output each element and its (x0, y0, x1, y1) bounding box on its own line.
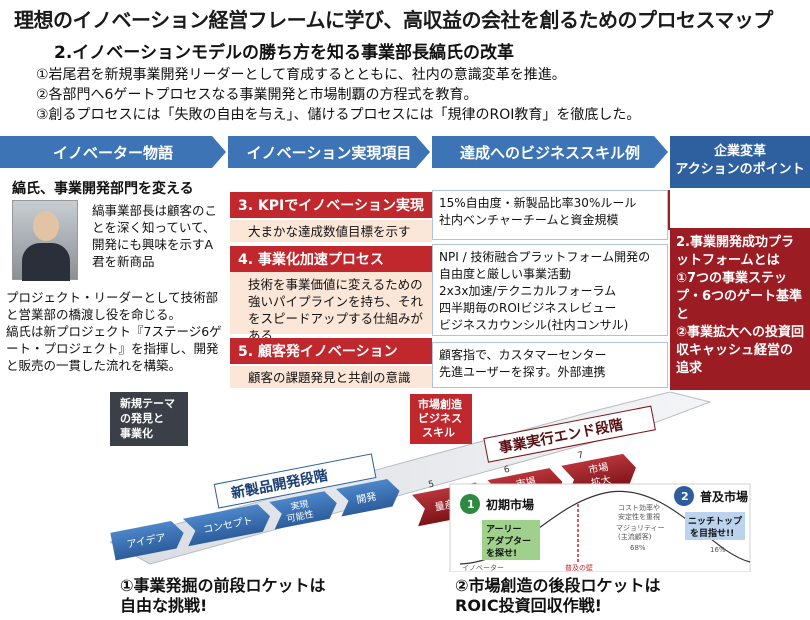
market-label-box (410, 394, 472, 444)
step-idea (110, 521, 184, 561)
column-header-items: イノベーション実現項目 (228, 136, 430, 168)
item-body-acceleration: 技術を事業価値に変えるための強いパイプラインを持ち、それをスピードアップする仕組… (230, 272, 432, 343)
main-market-label: 普及市場 (700, 489, 748, 504)
item-heading-kpi: 3. KPIでイノベーション実現 (230, 192, 432, 218)
column-header-story: イノベーター物語 (0, 136, 226, 168)
niche-top-label: ニッチトップを目指せ!! (688, 515, 743, 539)
reform-point-box: 2.事業開発成功プラットフォームとは ①7つの事業ステップ・6つのゲート基準と … (670, 228, 810, 390)
exec-stage-banner (483, 405, 656, 463)
step-number-7: 7 (577, 451, 585, 462)
step-development (336, 479, 400, 517)
theme-label-lines: 新規テーマ の発見と 事業化 (120, 396, 179, 440)
skill-box-2: NPI / 技術融合プラットフォーム開発の自由度と厳しい事業活動 2x3x加速/… (432, 244, 668, 336)
cost-text: コスト効率や安定性を重視 (618, 503, 660, 521)
main-market-number-label: 2 (681, 490, 689, 503)
bullet-1: ①岩尾君を新規事業開発リーダーとして育成するとともに、社内の意識変革を推進。 (36, 67, 566, 83)
pct-16: 16% (710, 546, 726, 554)
page-title: 理想のイノベーション経営フレームに学び、高収益の会社を創るためのプロセスマップ (14, 8, 773, 32)
step-feasibility-label: 実現可能性 (284, 497, 315, 525)
innovator-label: イノベーター (462, 563, 504, 572)
step-number-6: 6 (503, 465, 511, 476)
main-market-number (674, 486, 694, 506)
early-adopter-box (482, 520, 540, 560)
early-market-number-label: 1 (467, 498, 475, 511)
step-feasibility (269, 491, 337, 530)
chasm-label: 普及の壁 (565, 563, 593, 572)
step-number-5: 5 (428, 480, 436, 491)
niche-top-box (685, 512, 745, 540)
new-product-stage-banner (213, 453, 377, 509)
caption-left: ①事業発掘の前段ロケットは 自由な挑戦! (120, 576, 326, 615)
market-label-lines: 市場創造 ビジネス スキル (418, 397, 466, 439)
item-body-customer: 顧客の課題発見と共創の意識 (230, 366, 432, 388)
caption-right: ②市場創造の後段ロケットは ROIC投資回収作戦! (455, 576, 661, 615)
story-text-a: 縞事業部長は顧客のことを深く知っていて、開発にも興味を示すA君を新商品 (92, 203, 218, 269)
bullet-3: ③創るプロセスには「失敗の自由を与え」、儲けるプロセスには「規律のROI教育」を… (36, 107, 641, 123)
portrait-image (12, 200, 78, 281)
skill-box-1: 15%自由度・新製品比率30%ルール 社内ベンチャーチームと資金規模 (432, 190, 668, 240)
column-header-reform: 企業変革 アクションのポイント (670, 136, 810, 188)
story-title: 縞氏、事業開発部門を変える (12, 181, 194, 197)
early-adopter-label: アーリーアダプターを探せ! (486, 524, 531, 559)
portrait-head (33, 211, 59, 241)
item-body-kpi: 大まかな達成数値目標を示す (230, 220, 432, 242)
rocket-process-diagram: 新規テーマ の発見と 事業化 市場創造 ビジネス スキル 新製品開発段階 事業実… (110, 392, 751, 572)
early-market-number (460, 494, 480, 514)
step-development-label: 開発 (355, 490, 377, 507)
page-subtitle: 2.イノベーションモデルの勝ち方を知る事業部長縞氏の改革 (54, 43, 514, 63)
reform-connector (668, 190, 670, 230)
portrait-body (22, 243, 70, 281)
skill-box-3: 顧客指で、カスタマーセンター 先進ユーザーを探す。外部連携 (432, 342, 668, 388)
theme-label-box (110, 392, 188, 446)
step-concept (182, 504, 271, 547)
column-header-skills: 達成へのビジネススキル例 (432, 136, 668, 168)
pct-68: 68% (630, 544, 646, 552)
story-text-b: プロジェクト・リーダーとして技術部と営業部の橋渡し役を命じる。 縞氏は新プロジェ… (6, 290, 222, 373)
bullet-2: ②各部門へ6ゲートプロセスなる事業開発と市場制覇の方程式を教育。 (36, 87, 478, 103)
item-heading-acceleration: 4. 事業化加速プロセス (230, 246, 432, 272)
early-market-label: 初期市場 (486, 497, 534, 512)
item-heading-customer: 5. 顧客発イノベーション (230, 338, 432, 364)
majority-text: マジョリティー(主流顧客) (616, 524, 665, 541)
